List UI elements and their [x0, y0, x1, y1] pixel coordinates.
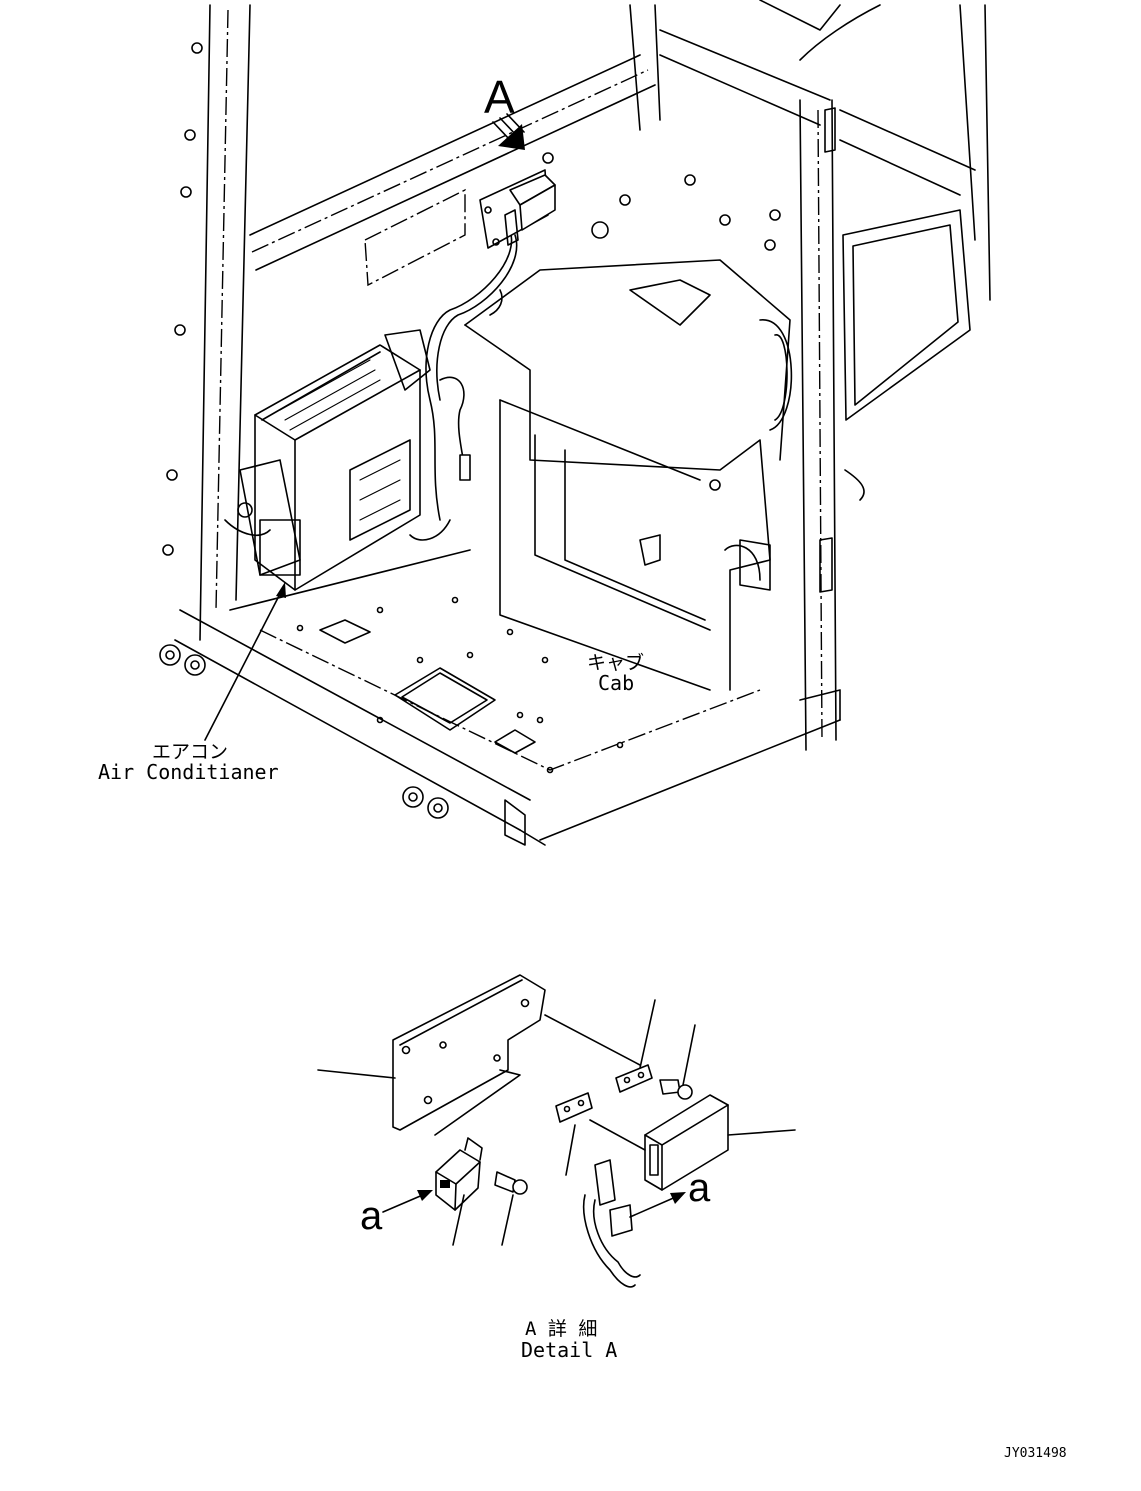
detail-a-bolt-2 [494, 1171, 528, 1195]
detail-a-plate-1 [615, 1064, 653, 1093]
detail-a-bolt-1 [659, 1079, 693, 1100]
detail-a-controller [589, 1094, 729, 1191]
detail-a-bracket [392, 974, 641, 1136]
view-a-arrow [492, 113, 525, 150]
detail-a-leader-lines [317, 999, 796, 1246]
connector-arrow-right [629, 1195, 679, 1218]
detail-a-harness-plug [582, 1159, 641, 1288]
connector-arrowhead-right [670, 1192, 686, 1204]
detail-label-en: Detail A [521, 1338, 618, 1362]
connector-arrowhead-left [417, 1190, 433, 1201]
connector-marker-left: a [360, 1194, 383, 1238]
cab-frame [159, 0, 991, 846]
aircon-leader-arrowhead [276, 582, 286, 598]
detail-a-connector-socket [435, 1137, 483, 1211]
view-a-controller [479, 152, 556, 249]
cab-label-en: Cab [598, 671, 635, 695]
wiring-harness [409, 229, 518, 541]
connector-arrow-left [382, 1193, 426, 1213]
view-marker-a: A [484, 71, 515, 123]
detail-a-plate-2 [555, 1092, 593, 1123]
aircon-leader-line [204, 589, 283, 741]
connector-marker-right: a [688, 1166, 711, 1210]
aircon-label-en: Air Conditianer [98, 760, 279, 784]
drawing-number: JY031498 [1004, 1446, 1067, 1461]
detail-label-jp: A 詳 細 [525, 1318, 598, 1340]
cab-label-jp: キャブ [587, 652, 645, 674]
air-conditioner-unit [224, 329, 431, 591]
aircon-label-jp: エアコン [152, 741, 229, 763]
